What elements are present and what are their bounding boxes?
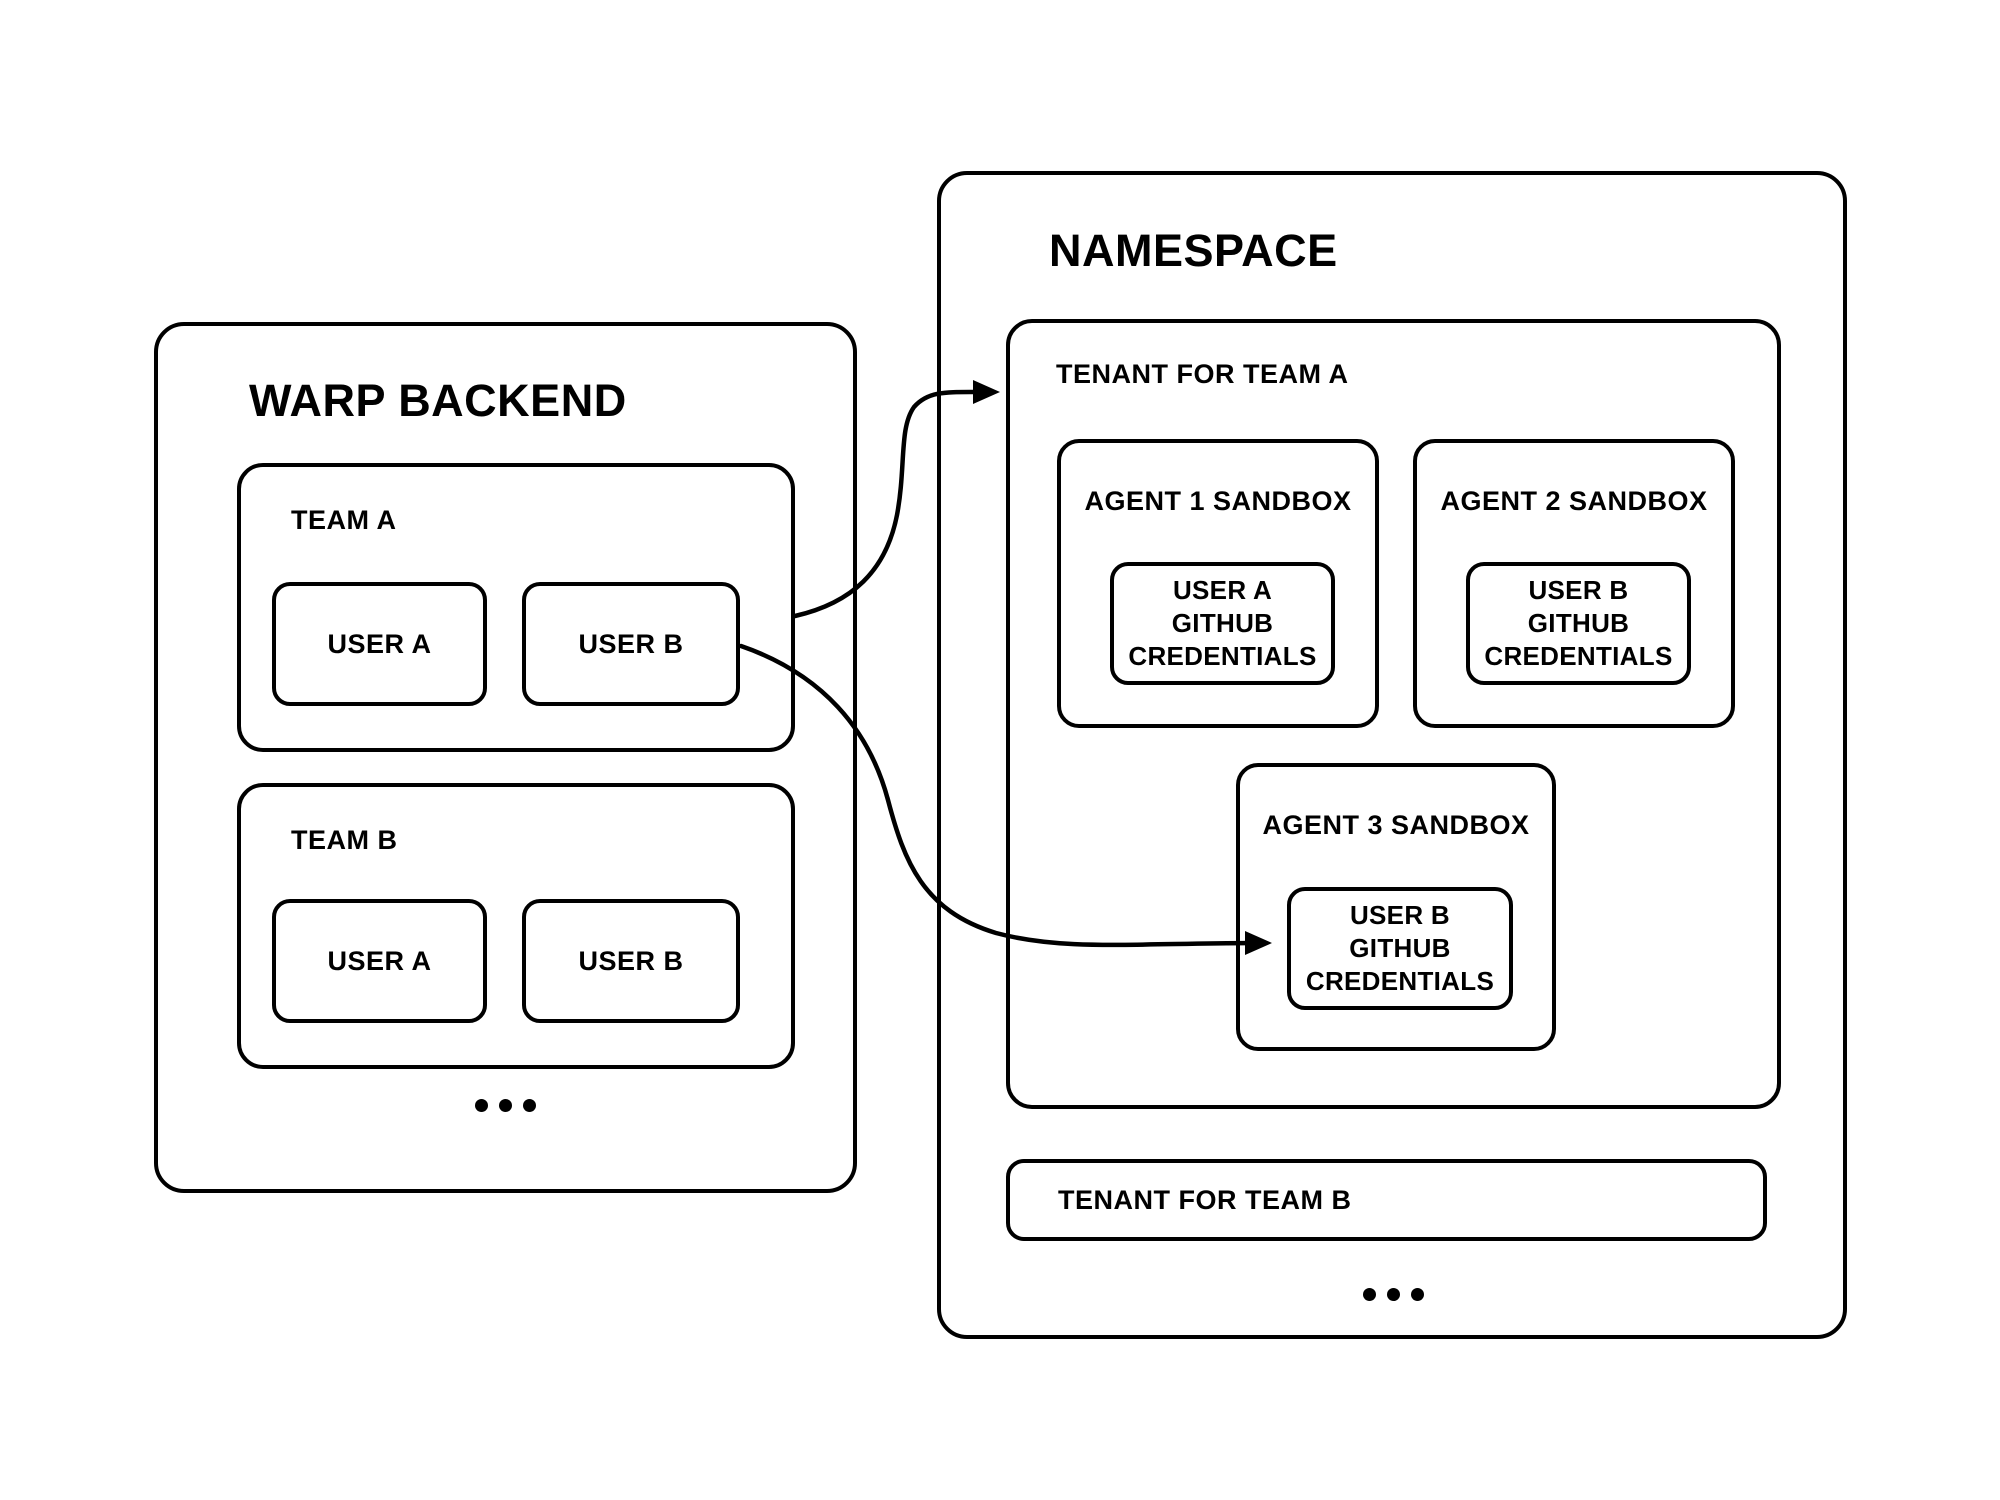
team-a-user-b-box: USER B [522, 582, 740, 706]
tenant-team-b-box: TENANT FOR TEAM B [1006, 1159, 1767, 1241]
team-b-user-b-box: USER B [522, 899, 740, 1023]
namespace-box: NAMESPACE TENANT FOR TEAM A AGENT 1 SAND… [937, 171, 1847, 1339]
tenant-team-b-label: TENANT FOR TEAM B [1058, 1184, 1352, 1215]
agent-2-sandbox-box: AGENT 2 SANDBOX USER B GITHUB CREDENTIAL… [1413, 439, 1735, 728]
team-b-user-b-label: USER B [578, 945, 684, 976]
agent-2-credentials-label: USER B GITHUB CREDENTIALS [1484, 575, 1673, 671]
agent-3-credentials-label: USER B GITHUB CREDENTIALS [1305, 900, 1495, 996]
more-tenants-ellipsis-icon [1348, 1287, 1438, 1301]
agent-3-sandbox-box: AGENT 3 SANDBOX USER B GITHUB CREDENTIAL… [1236, 763, 1556, 1051]
team-b-user-a-box: USER A [272, 899, 487, 1023]
agent-2-credentials-box: USER B GITHUB CREDENTIALS [1466, 562, 1691, 685]
agent-1-sandbox-label: AGENT 1 SANDBOX [1084, 486, 1352, 516]
team-b-user-a-label: USER A [327, 945, 432, 976]
agent-3-credentials-box: USER B GITHUB CREDENTIALS [1287, 887, 1513, 1010]
team-a-user-a-label: USER A [327, 628, 432, 659]
agent-1-credentials-box: USER A GITHUB CREDENTIALS [1110, 562, 1335, 685]
warp-backend-title: WARP BACKEND [249, 375, 627, 426]
team-a-user-b-label: USER B [578, 628, 684, 659]
more-teams-ellipsis-icon [460, 1098, 550, 1112]
agent-3-sandbox-label: AGENT 3 SANDBOX [1262, 810, 1530, 840]
tenant-team-a-box: TENANT FOR TEAM A AGENT 1 SANDBOX USER A… [1006, 319, 1781, 1109]
agent-2-sandbox-label: AGENT 2 SANDBOX [1440, 486, 1708, 516]
team-b-label: TEAM B [291, 825, 398, 855]
agent-1-sandbox-box: AGENT 1 SANDBOX USER A GITHUB CREDENTIAL… [1057, 439, 1379, 728]
team-b-box: TEAM B USER A USER B [237, 783, 795, 1069]
agent-1-credentials-label: USER A GITHUB CREDENTIALS [1128, 575, 1317, 671]
team-a-box: TEAM A USER A USER B [237, 463, 795, 752]
warp-backend-box: WARP BACKEND TEAM A USER A USER B TEAM B… [154, 322, 857, 1193]
team-a-user-a-box: USER A [272, 582, 487, 706]
tenant-team-a-label: TENANT FOR TEAM A [1056, 359, 1349, 389]
team-a-label: TEAM A [291, 505, 397, 535]
namespace-title: NAMESPACE [1049, 225, 1338, 276]
